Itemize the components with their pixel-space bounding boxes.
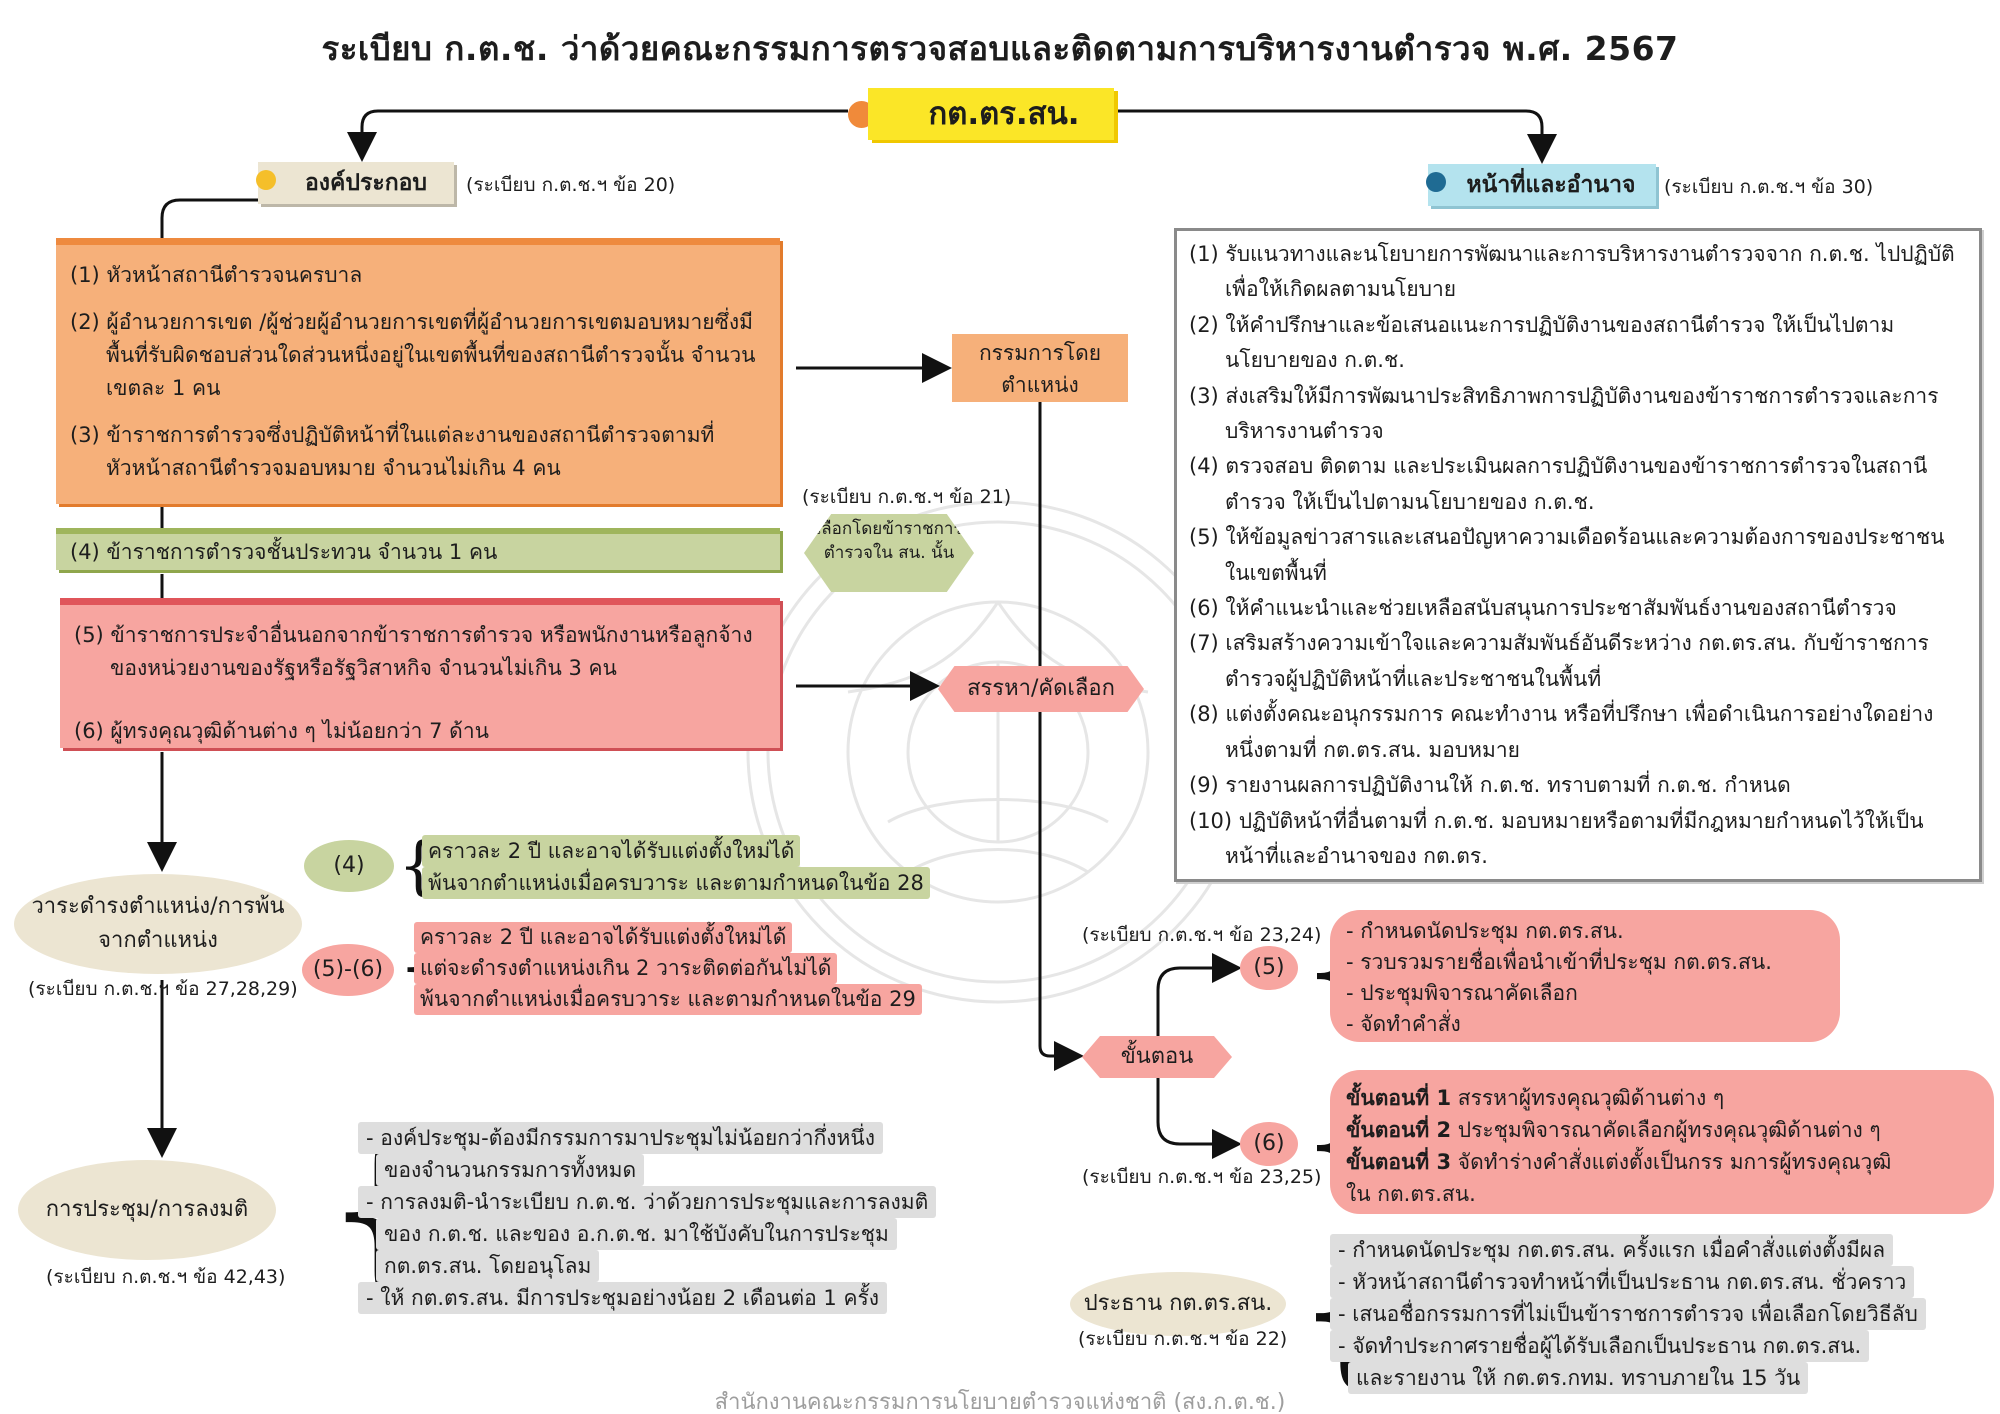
step-heading: ขั้นตอนที่ 2 [1346,1118,1452,1142]
duty-item: (7) เสริมสร้างความเข้าใจและความสัมพันธ์อ… [1189,631,1929,691]
duty-item: (1) รับแนวทางและนโยบายการพัฒนาและการบริห… [1189,242,1955,302]
duty-item: (10) ปฏิบัติหน้าที่อื่นตามที่ ก.ต.ช. มอบ… [1189,808,1924,868]
meeting-line: ของ ก.ต.ช. และของ อ.ก.ต.ช. มาใช้บังคับใน… [376,1218,897,1250]
duty-item: (8) แต่งตั้งคณะอนุกรรมการ คณะทำงาน หรือท… [1189,702,1934,762]
duty-item: (3) ส่งเสริมให้มีการพัฒนาประสิทธิภาพการป… [1189,383,1939,444]
term-line: พ้นจากตำแหน่งเมื่อครบวาระ และตามกำหนดในข… [422,867,930,899]
duty-item: (5) ให้ข้อมูลข่าวสารและเสนอปัญหาความเดือ… [1189,525,1945,585]
meeting-line: ของจำนวนกรรมการทั้งหมด [376,1154,645,1186]
member-item: (1) หัวหน้าสถานีตำรวจนครบาล [70,263,363,287]
recruited-members-box: (5) ข้าราชการประจำอื่นนอกจากข้าราชการตำร… [60,598,780,748]
term-line: คราวละ 2 ปี และอาจได้รับแต่งตั้งใหม่ได้ [422,835,801,867]
duties-ref: (ระเบียบ ก.ต.ช.ฯ ข้อ 30) [1664,176,1874,198]
step-tail: ใน กต.ตร.สน. [1346,1182,1476,1206]
member-item: (2) ผู้อำนวยการเขต /ผู้ช่วยผู้อำนวยการเข… [70,310,756,400]
term-line: คราวละ 2 ปี และอาจได้รับแต่งตั้งใหม่ได้ [414,922,793,953]
chair-line: และรายงาน ให้ กต.ตร.กทม. ทราบภายใน 15 วั… [1348,1362,1809,1394]
composition-label: องค์ประกอบ [258,162,454,204]
ex-officio-members-box: (1) หัวหน้าสถานีตำรวจนครบาล (2) ผู้อำนวย… [56,238,780,504]
duty-item: (2) ให้คำปรึกษาและข้อเสนอแนะการปฏิบัติงา… [1189,312,1895,373]
chair-line: - หัวหน้าสถานีตำรวจทำหน้าที่เป็นประธาน ก… [1330,1266,1915,1298]
item-4-pill: (4) [304,840,394,892]
steps-6-box: ขั้นตอนที่ 1 สรรหาผู้ทรงคุณวุฒิด้านต่าง … [1330,1070,1994,1214]
org-label: กต.ตร.สน. [868,88,1114,140]
item-5-6-pill: (5)-(6) [302,944,394,996]
selected-by-label: เลือกโดยข้าราชการตำรวจใน สน. นั้น [804,514,974,592]
meeting-line: - ให้ กต.ตร.สน. มีการประชุมอย่างน้อย 2 เ… [358,1282,888,1314]
chair-ref: (ระเบียบ ก.ต.ช.ฯ ข้อ 22) [1078,1328,1288,1350]
duty-item: (4) ตรวจสอบ ติดตาม และประเมินผลการปฏิบัต… [1189,454,1928,514]
member-item: (3) ข้าราชการตำรวจซึ่งปฏิบัติหน้าที่ในแต… [70,423,715,480]
footer-credit: สำนักงานคณะกรรมการนโยบายตำรวจแห่งชาติ (ส… [714,1390,1286,1414]
steps-6-ref: (ระเบียบ ก.ต.ช.ฯ ข้อ 23,25) [1082,1166,1322,1188]
meeting-line: - องค์ประชุม-ต้องมีกรรมการมาประชุมไม่น้อ… [358,1122,883,1154]
step-line: - จัดทำคำสั่ง [1346,1012,1461,1036]
duties-label: หน้าที่และอำนาจ [1428,164,1656,206]
term-line: พ้นจากตำแหน่งเมื่อครบวาระ และตามกำหนดในข… [414,984,922,1015]
duties-box: (1) รับแนวทางและนโยบายการพัฒนาและการบริห… [1174,228,1982,882]
meeting-line: กต.ตร.สน. โดยอนุโลม [376,1250,600,1282]
dot-icon [256,170,276,190]
meeting-ref: (ระเบียบ ก.ต.ช.ฯ ข้อ 42,43) [46,1266,286,1288]
meeting-line: - การลงมติ-นำระเบียบ ก.ต.ช. ว่าด้วยการปร… [358,1186,937,1218]
member-item: (5) ข้าราชการประจำอื่นนอกจากข้าราชการตำร… [74,623,753,680]
steps-5-ref: (ระเบียบ ก.ต.ช.ฯ ข้อ 23,24) [1082,924,1322,946]
page-title: ระเบียบ ก.ต.ช. ว่าด้วยคณะกรรมการตรวจสอบแ… [321,29,1679,68]
step-text: จัดทำร่างคำสั่งแต่งตั้งเป็นกรร มการผู้ทร… [1451,1150,1892,1174]
duty-item: (6) ให้คำแนะนำและช่วยเหลือสนับสนุนการประ… [1189,596,1897,621]
step-heading: ขั้นตอนที่ 1 [1346,1086,1452,1110]
seal-watermark [746,500,1250,1004]
dot-icon [1426,172,1446,192]
selection-ref: (ระเบียบ ก.ต.ช.ฯ ข้อ 21) [802,486,1012,508]
step-text: ประชุมพิจารณาคัดเลือกผู้ทรงคุณวุฒิด้านต่… [1451,1118,1881,1142]
step-6-pill: (6) [1240,1122,1298,1166]
chair-line: - จัดทำประกาศรายชื่อผู้ได้รับเลือกเป็นปร… [1330,1330,1870,1362]
steps-label: ขั้นตอน [1082,1036,1232,1078]
step-5-pill: (5) [1240,946,1298,990]
term-4-lines: คราวละ 2 ปี และอาจได้รับแต่งตั้งใหม่ได้ … [422,835,930,899]
step-text: สรรหาผู้ทรงคุณวุฒิด้านต่าง ๆ [1451,1086,1725,1110]
term-5-6-lines: คราวละ 2 ปี และอาจได้รับแต่งตั้งใหม่ได้ … [414,922,922,1015]
meeting-label: การประชุม/การลงมติ [18,1160,276,1260]
steps-5-box: - กำหนดนัดประชุม กต.ตร.สน. - รวบรวมรายชื… [1330,910,1840,1042]
chair-label: ประธาน กต.ตร.สน. [1070,1272,1286,1336]
meeting-lines: - องค์ประชุม-ต้องมีกรรมการมาประชุมไม่น้อ… [358,1122,937,1314]
recruit-label: สรรหา/คัดเลือก [938,666,1144,712]
term-label: วาระดำรงตำแหน่ง/การพ้นจากตำแหน่ง [14,874,302,974]
composition-ref: (ระเบียบ ก.ต.ช.ฯ ข้อ 20) [466,174,676,196]
term-line: แต่จะดำรงตำแหน่งเกิน 2 วาระติดต่อกันไม่ไ… [414,953,838,984]
elected-member-box: (4) ข้าราชการตำรวจชั้นประทวน จำนวน 1 คน [56,528,780,570]
duty-item: (9) รายงานผลการปฏิบัติงานให้ ก.ต.ช. ทราบ… [1189,773,1791,798]
member-item: (6) ผู้ทรงคุณวุฒิด้านต่าง ๆ ไม่น้อยกว่า … [74,719,489,743]
chair-lines: - กำหนดนัดประชุม กต.ตร.สน. ครั้งแรก เมื่… [1330,1234,1926,1394]
ex-officio-label: กรรมการโดยตำแหน่ง [952,334,1128,402]
term-ref: (ระเบียบ ก.ต.ช.ฯ ข้อ 27,28,29) [28,978,298,1000]
chair-line: - เสนอชื่อกรรมการที่ไม่เป็นข้าราชการตำรว… [1330,1298,1926,1330]
step-line: - กำหนดนัดประชุม กต.ตร.สน. [1346,919,1624,943]
step-line: - ประชุมพิจารณาคัดเลือก [1346,981,1578,1005]
chair-line: - กำหนดนัดประชุม กต.ตร.สน. ครั้งแรก เมื่… [1330,1234,1894,1266]
step-heading: ขั้นตอนที่ 3 [1346,1150,1452,1174]
step-line: - รวบรวมรายชื่อเพื่อนำเข้าที่ประชุม กต.ต… [1346,950,1772,974]
